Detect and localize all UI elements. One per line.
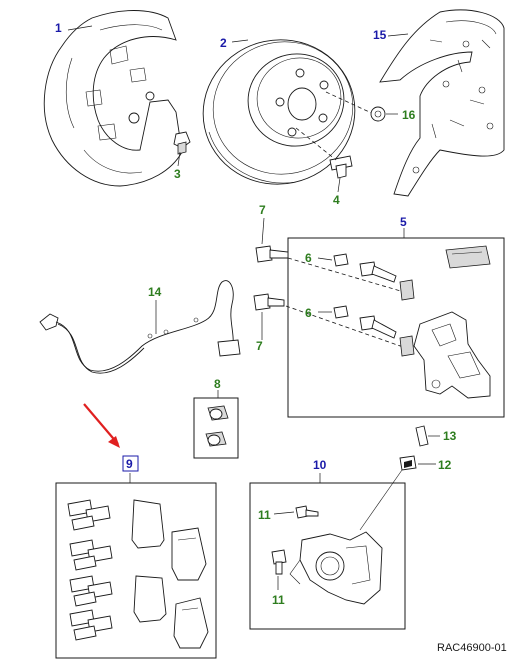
brake-caliper[interactable] (289, 531, 383, 605)
dust-shield-part-1[interactable] (43, 10, 183, 187)
bolt-part-3[interactable] (173, 131, 191, 155)
callout-7-upper: 7 (259, 203, 266, 217)
callout-12: 12 (438, 458, 452, 472)
nut-part-16[interactable] (370, 106, 386, 122)
bolt-part-7-lower[interactable] (253, 293, 285, 311)
callout-14: 14 (148, 285, 162, 299)
caliper-assembly-box (249, 482, 406, 630)
part-9-highlight (122, 455, 139, 472)
callout-4: 4 (333, 193, 340, 207)
callout-7-lower: 7 (256, 339, 263, 353)
callout-5: 5 (400, 215, 407, 229)
callout-15: 15 (373, 28, 387, 42)
caliper-carrier-box (287, 237, 505, 418)
callout-10: 10 (313, 458, 327, 472)
highlight-arrow (83, 403, 120, 448)
callout-2: 2 (220, 36, 227, 50)
brake-pads[interactable] (131, 499, 209, 649)
caliper-carrier[interactable] (413, 311, 491, 399)
bolt-part-7-upper[interactable] (255, 245, 289, 263)
brake-pad-kit-box (55, 482, 217, 659)
callout-9: 9 (126, 457, 133, 471)
bleed-screw-part-12[interactable] (399, 455, 417, 471)
bleed-screw-cap-part-13[interactable] (415, 425, 429, 447)
callout-6-lower: 6 (305, 306, 312, 320)
bolt-part-4[interactable] (329, 155, 353, 179)
callout-6-upper: 6 (305, 251, 312, 265)
caliper-bolt-part-11-upper[interactable] (295, 505, 319, 519)
callout-11-upper: 11 (258, 508, 271, 522)
caliper-bolt-part-11-lower[interactable] (271, 549, 287, 575)
wear-sensor-cable-part-14[interactable] (39, 280, 241, 374)
bush-kit-box (193, 397, 239, 459)
callout-13: 13 (443, 429, 457, 443)
callout-1: 1 (55, 21, 62, 35)
diagram-reference: RAC46900-01 (437, 642, 507, 654)
callout-11-lower: 11 (272, 593, 285, 607)
grease-sachet[interactable] (445, 245, 491, 269)
pad-clips[interactable] (67, 499, 113, 641)
bush-part-8[interactable] (205, 405, 229, 447)
guide-pin-part-6-lower[interactable] (333, 305, 415, 357)
backing-plate-part-15[interactable] (379, 9, 505, 197)
callout-3: 3 (174, 167, 181, 181)
callout-8: 8 (214, 377, 221, 391)
guide-pin-part-6-upper[interactable] (333, 253, 415, 301)
callout-16: 16 (402, 108, 416, 122)
brake-disc-part-2[interactable] (190, 26, 369, 198)
